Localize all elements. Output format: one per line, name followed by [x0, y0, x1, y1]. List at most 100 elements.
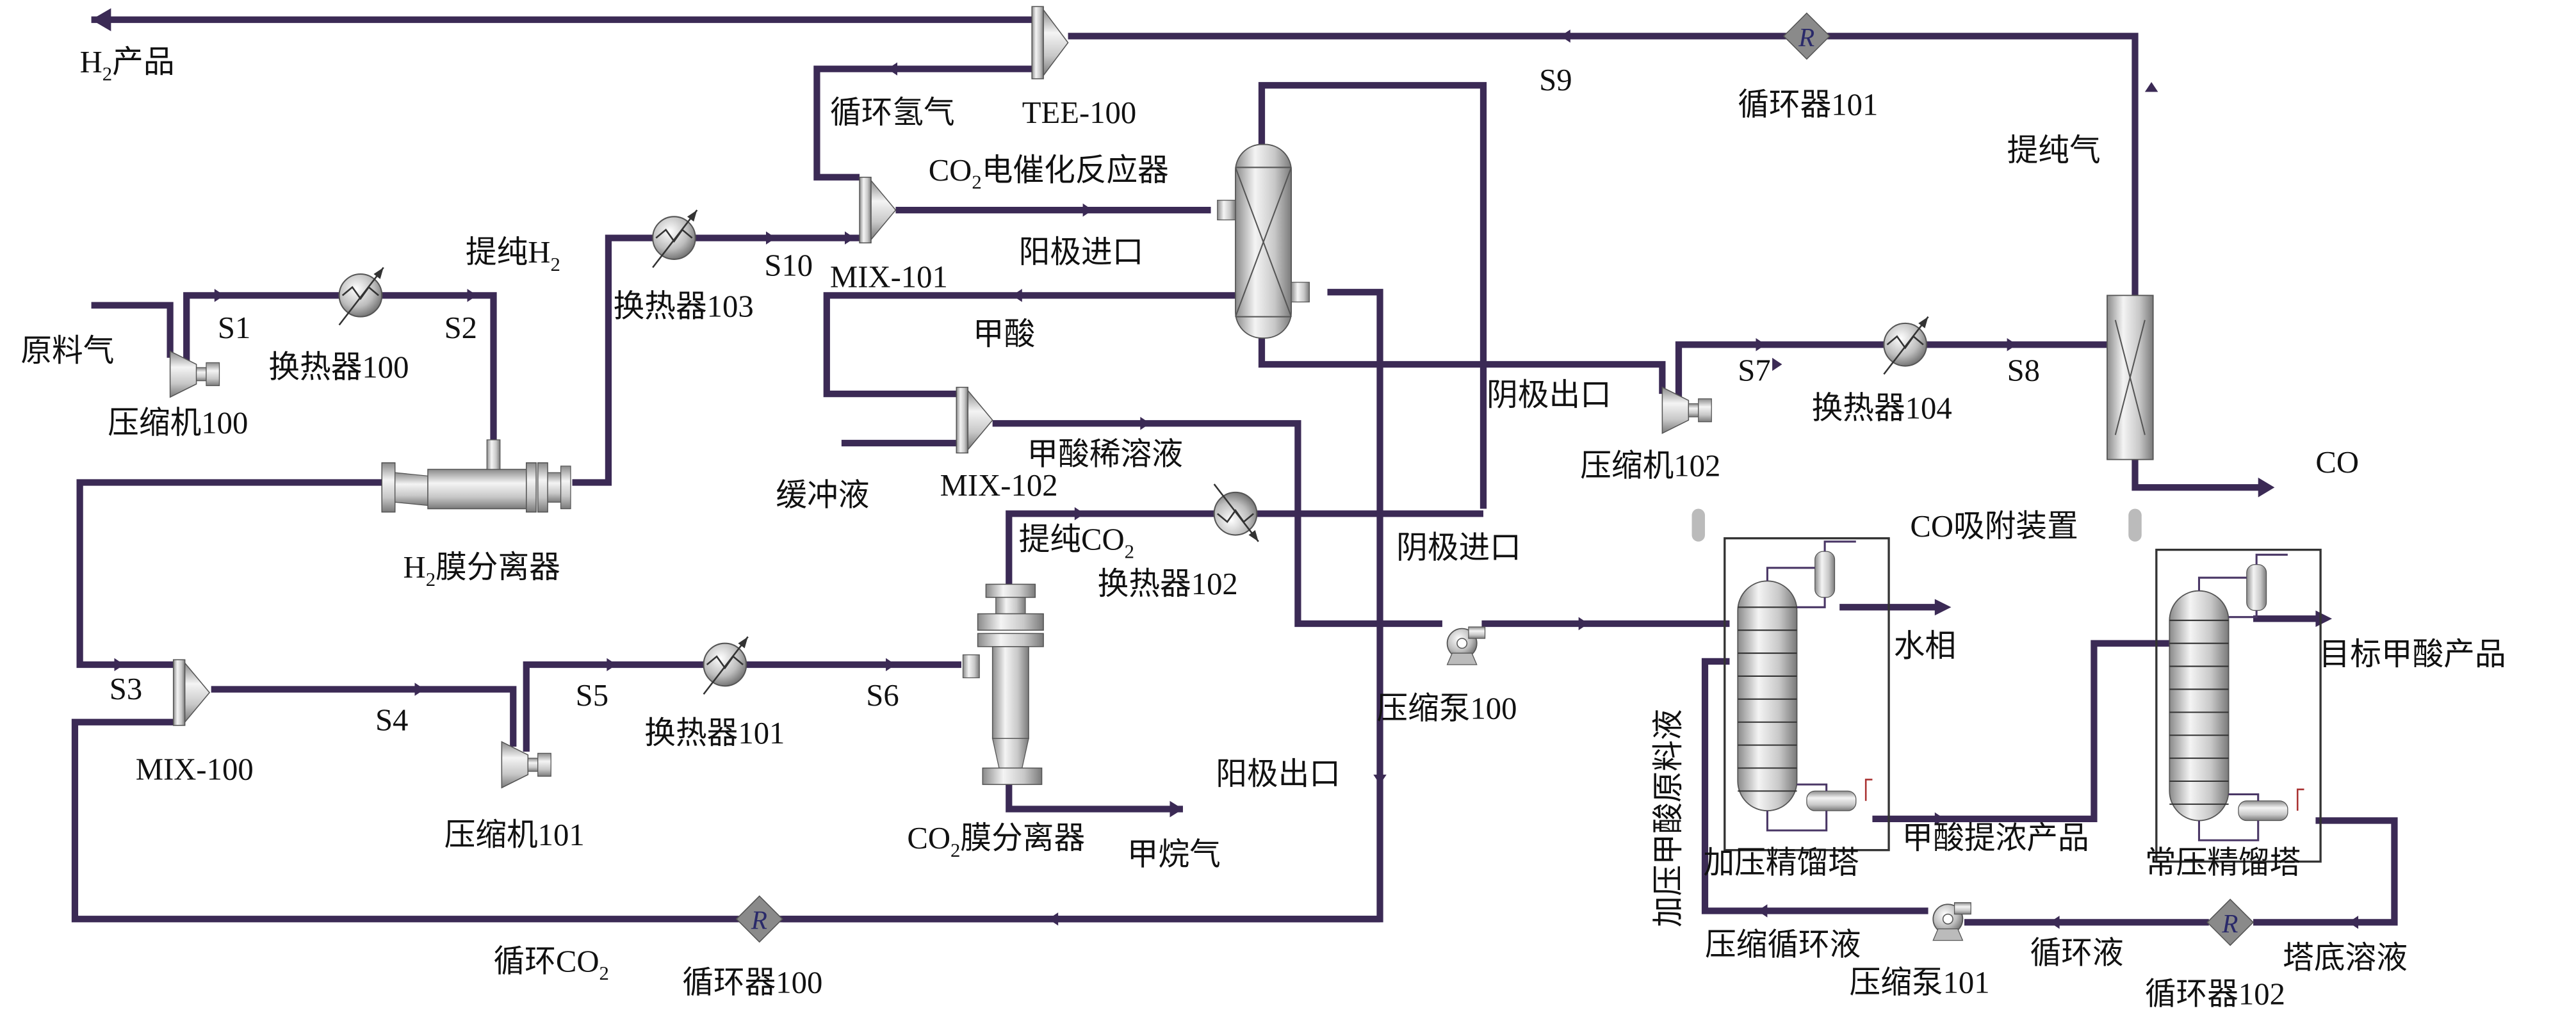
compressor-102[interactable] — [1661, 387, 1713, 434]
arrow — [2144, 82, 2158, 92]
labels: H2产品 TEE-100 循环氢气 S9 循环器101 提纯气 CO2电催化反应… — [20, 45, 2506, 1012]
heat-exchanger-103[interactable] — [651, 209, 698, 269]
label-s9: S9 — [1539, 63, 1572, 97]
label-formic-acid: 甲酸 — [973, 317, 1035, 352]
recycler-102[interactable] — [2206, 898, 2254, 946]
pipe-s4 — [211, 686, 517, 747]
arrow — [467, 289, 477, 302]
label-co: CO — [2315, 445, 2359, 480]
arrow — [765, 231, 776, 245]
pipe-s5 — [523, 661, 704, 752]
arrow — [1934, 599, 1952, 616]
label-recycler-102: 循环器102 — [2145, 977, 2285, 1012]
pipe-cathode-outlet — [1258, 336, 1666, 394]
recycler-101[interactable] — [1782, 12, 1831, 60]
arrow — [2050, 916, 2060, 929]
arrow — [1074, 506, 1085, 521]
label-compressor-100: 压缩机100 — [108, 406, 248, 441]
label-co-adsorber: CO吸附装置 — [1910, 509, 2078, 544]
pipe-s1 — [183, 292, 339, 364]
pressure-distillation-column[interactable] — [1724, 537, 1890, 852]
label-s8: S8 — [2007, 353, 2040, 388]
label-pump-100: 压缩泵100 — [1376, 692, 1517, 726]
label-hx-101: 换热器101 — [644, 716, 785, 750]
label-mix-102: MIX-102 — [940, 468, 1058, 503]
level-indicator-icon — [1692, 508, 2142, 542]
pipe-co — [2132, 459, 2263, 491]
pipe-s2 — [382, 292, 497, 440]
arrow — [887, 62, 898, 76]
pipe-formic — [823, 292, 1235, 398]
arrow — [1757, 904, 1768, 918]
arrow — [1048, 912, 1059, 926]
heat-exchanger-104[interactable] — [1883, 316, 1929, 375]
co2-electrocatalytic-reactor[interactable] — [1217, 143, 1310, 339]
label-feed-gas: 原料气 — [20, 334, 114, 368]
label-pressurized-feed: 加压甲酸原料液 — [1651, 709, 1686, 927]
label-anode-outlet: 阳极出口 — [1216, 757, 1341, 791]
label-hx-104: 换热器104 — [1812, 391, 1952, 426]
label-h2-membrane: H2膜分离器 — [404, 550, 560, 590]
label-recycle-h2: 循环氢气 — [830, 95, 955, 130]
co2-membrane-separator[interactable] — [962, 583, 1044, 785]
pipe-s7 — [1675, 341, 1886, 402]
arrow — [2007, 337, 2017, 352]
label-buffer: 缓冲液 — [776, 478, 869, 512]
pump-100[interactable] — [1446, 626, 1486, 665]
label-reactor: CO2电催化反应器 — [929, 153, 1169, 193]
arrow — [1170, 800, 1183, 818]
compressor-100[interactable] — [169, 350, 220, 398]
label-methane: 甲烷气 — [1127, 838, 1221, 872]
atmospheric-distillation-column[interactable] — [2155, 548, 2322, 863]
label-target-formic: 目标甲酸产品 — [2319, 637, 2506, 672]
label-mix-101: MIX-101 — [830, 260, 948, 295]
mix-102[interactable] — [956, 387, 993, 454]
label-bottom-solution: 塔底溶液 — [2283, 941, 2408, 975]
label-hx-103: 换热器103 — [614, 289, 754, 324]
arrow — [1578, 617, 1589, 631]
label-concentrated-formic: 甲酸提浓产品 — [1902, 821, 2089, 855]
mix-101[interactable] — [859, 177, 897, 244]
arrow — [1772, 357, 1782, 371]
arrow — [214, 289, 225, 302]
arrow — [1082, 203, 1093, 217]
flow-arrows — [114, 29, 2359, 929]
pipe-purified-h2 — [572, 234, 653, 486]
label-pump-101: 压缩泵101 — [1850, 966, 1990, 1000]
label-cathode-inlet: 阴极进口 — [1396, 530, 1521, 565]
recycler-100[interactable] — [735, 895, 783, 943]
label-pressure-column: 加压精馏塔 — [1703, 846, 1859, 880]
arrow — [2348, 916, 2359, 929]
label-s7: S7 — [1738, 353, 1770, 388]
arrow — [886, 658, 896, 672]
pipe-anode-outlet — [71, 289, 1383, 923]
arrow — [91, 8, 111, 31]
heat-exchanger-102[interactable] — [1213, 483, 1260, 543]
heat-exchanger-100[interactable] — [338, 266, 385, 326]
label-compressor-101: 压缩机101 — [444, 818, 585, 852]
pipe-cathode-inlet-top — [1258, 82, 1487, 509]
label-atm-column: 常压精馏塔 — [2145, 846, 2301, 880]
h2-membrane-separator[interactable] — [381, 439, 571, 513]
arrow — [844, 231, 855, 245]
label-tee-100: TEE-100 — [1022, 95, 1136, 130]
label-purified-gas: 提纯气 — [2007, 133, 2101, 168]
co-adsorber[interactable] — [2107, 295, 2154, 460]
label-hx-102: 换热器102 — [1098, 567, 1238, 601]
label-s10: S10 — [764, 248, 813, 283]
label-s2: S2 — [444, 311, 477, 345]
label-purified-h2: 提纯H2 — [466, 235, 560, 275]
heat-exchanger-101[interactable] — [703, 636, 749, 695]
tee-100[interactable] — [1031, 6, 1069, 79]
mix-100[interactable] — [172, 659, 210, 726]
label-h2-product: H2产品 — [80, 45, 175, 85]
arrow — [1012, 289, 1022, 302]
arrow — [114, 658, 124, 672]
label-s1: S1 — [218, 311, 250, 345]
label-hx-100: 换热器100 — [268, 350, 409, 384]
label-recycler-101: 循环器101 — [1738, 87, 1878, 122]
arrow — [1373, 774, 1387, 785]
label-s6: S6 — [866, 678, 899, 713]
label-recycler-100: 循环器100 — [682, 966, 822, 1000]
